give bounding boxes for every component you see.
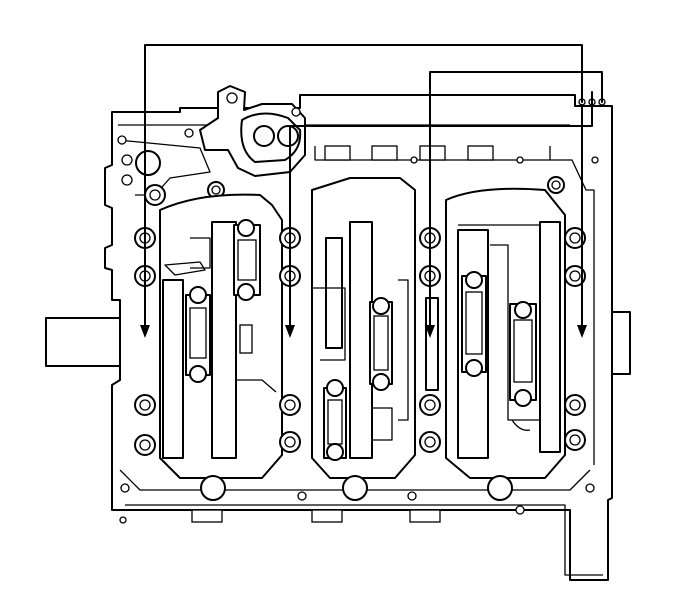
bottom-rail	[119, 469, 595, 524]
crank-throw-2	[312, 221, 409, 461]
upper-rail	[117, 139, 595, 465]
arrow-1	[140, 44, 583, 338]
crank-throw-1	[162, 219, 277, 459]
main-cap-bolts	[134, 227, 586, 456]
front-end-bosses	[117, 128, 599, 206]
arrow-2	[285, 91, 593, 338]
crank-throw-3	[425, 221, 561, 459]
oil-pickup-boss	[199, 85, 306, 177]
arrow-4	[577, 104, 587, 338]
crankshaft-front-stub	[45, 317, 129, 367]
arrow-3	[425, 71, 603, 338]
